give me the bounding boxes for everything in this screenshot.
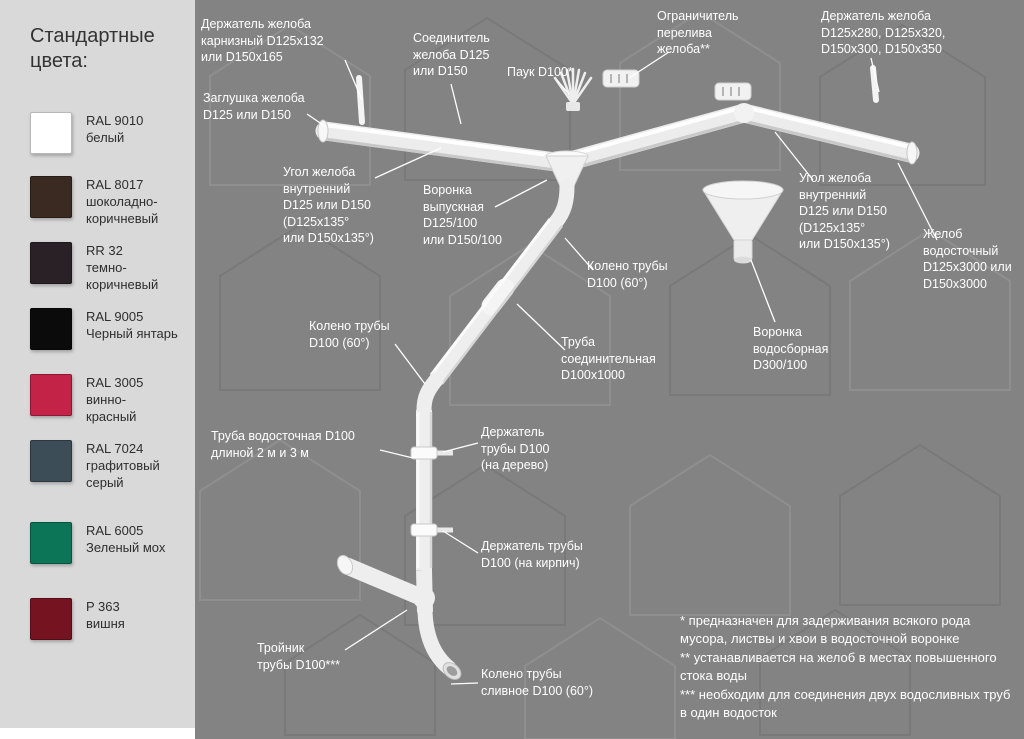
color-code: P 363 (86, 599, 120, 614)
drain-elbow-part (417, 604, 462, 680)
color-swatch (30, 522, 72, 564)
color-code: RAL 3005 (86, 375, 144, 390)
color-item: RAL 8017 шоколадно- коричневый (30, 176, 158, 228)
color-label: RAL 7024 графитовый серый (86, 440, 160, 492)
leader-lines (306, 51, 938, 685)
color-code: RAL 9010 (86, 113, 144, 128)
tee-part (336, 554, 435, 613)
color-name: шоколадно- коричневый (86, 193, 159, 226)
gutter-end-cap-part (317, 119, 329, 143)
footnotes: * предназначен для задерживания всякого … (680, 612, 1018, 723)
color-name: белый (86, 129, 125, 145)
label-gutter-end-cap: Заглушка желоба D125 или D150 (203, 91, 305, 122)
footnote-1: * предназначен для задерживания всякого … (680, 613, 971, 647)
color-label: RAL 8017 шоколадно- коричневый (86, 176, 158, 228)
footnote-2: ** устанавливается на желоб в местах пов… (680, 649, 997, 684)
label-collecting-funnel: Воронка водосборная D300/100 (753, 325, 829, 372)
label-pipe-holder-wood: Держатель трубы D100 (на дерево) (481, 425, 550, 472)
pipe-holder-part (410, 446, 453, 537)
label-gutter: Желоб водосточный D125x3000 или D150x300… (923, 227, 1012, 291)
color-swatch (30, 242, 72, 284)
house-pattern (199, 10, 1011, 739)
color-name: графитовый серый (86, 457, 160, 490)
label-gutter-holder: Держатель желоба D125x280, D125x320, D15… (821, 9, 946, 56)
color-label: RAL 9005 Черный янтарь (86, 308, 178, 343)
color-label: P 363 вишня (86, 598, 125, 633)
color-code: RAL 7024 (86, 441, 144, 456)
color-item: RAL 9005 Черный янтарь (30, 308, 178, 350)
label-overflow-limiter: Ограничитель перелива желоба** (657, 9, 739, 56)
color-swatch (30, 112, 72, 154)
color-label: RAL 9010 белый (86, 112, 143, 147)
color-item: RR 32 темно- коричневый (30, 242, 158, 294)
downpipe-assembly (416, 178, 575, 570)
color-code: RAL 9005 (86, 309, 144, 324)
label-pipe-tee: Тройник трубы D100*** (257, 641, 341, 672)
spider-part (553, 67, 593, 111)
color-label: RAL 6005 Зеленый мох (86, 522, 165, 557)
standard-colors-panel: Стандартные цвета: RAL 9010 белый RAL 80… (0, 0, 195, 728)
color-item: RAL 7024 графитовый серый (30, 440, 160, 492)
label-connecting-pipe: Труба соединительная D100x1000 (561, 335, 656, 382)
color-label: RR 32 темно- коричневый (86, 242, 158, 294)
gutter-system-diagram: Держатель желоба карнизный D125x132 или … (195, 0, 1024, 739)
color-swatch (30, 308, 72, 350)
color-item: RAL 3005 винно- красный (30, 374, 143, 426)
label-spider: Паук D100* (507, 65, 573, 79)
color-name: вишня (86, 615, 125, 631)
label-pipe-holder-brick: Держатель трубы D100 (на кирпич) (481, 539, 583, 570)
color-label: RAL 3005 винно- красный (86, 374, 143, 426)
color-item: P 363 вишня (30, 598, 125, 640)
label-cornice-gutter-holder: Держатель желоба карнизный D125x132 или … (201, 17, 324, 64)
color-name: Зеленый мох (86, 539, 166, 555)
diagram-drawing (199, 10, 1011, 739)
color-code: RAL 8017 (86, 177, 144, 192)
color-name: винно- красный (86, 391, 137, 424)
label-outlet-funnel: Воронка выпускная D125/100 или D150/100 (423, 183, 502, 247)
color-swatch (30, 440, 72, 482)
label-drain-elbow: Колено трубы сливное D100 (60°) (481, 667, 594, 698)
gutter-end-right (906, 141, 918, 165)
label-inner-gutter-corner-left: Угол желоба внутренний D125 или D150 (D1… (283, 165, 374, 245)
color-swatch (30, 598, 72, 640)
color-item: RAL 9010 белый (30, 112, 143, 154)
gutter-runs (315, 103, 920, 173)
label-downpipe: Труба водосточная D100 длиной 2 м и 3 м (211, 429, 355, 460)
color-swatch (30, 176, 72, 218)
label-inner-gutter-corner-right: Угол желоба внутренний D125 или D150 (D1… (799, 171, 890, 251)
color-name: Черный янтарь (86, 325, 178, 341)
color-item: RAL 6005 Зеленый мох (30, 522, 165, 564)
color-code: RAL 6005 (86, 523, 144, 538)
gutter-bracket (356, 65, 879, 125)
sidebar-title: Стандартные цвета: (30, 25, 155, 72)
label-pipe-elbow-upper: Колено трубы D100 (60°) (587, 259, 668, 290)
color-swatch (30, 374, 72, 416)
label-pipe-elbow-lower: Колено трубы D100 (60°) (309, 319, 390, 350)
label-gutter-connector: Соединитель желоба D125 или D150 (413, 31, 490, 78)
collecting-funnel-part (702, 180, 784, 264)
footnote-3: *** необходим для соединения двух водосл… (680, 686, 1011, 721)
overflow-limiter-part (602, 69, 752, 101)
color-code: RR 32 (86, 243, 123, 258)
color-name: темно- коричневый (86, 259, 159, 292)
